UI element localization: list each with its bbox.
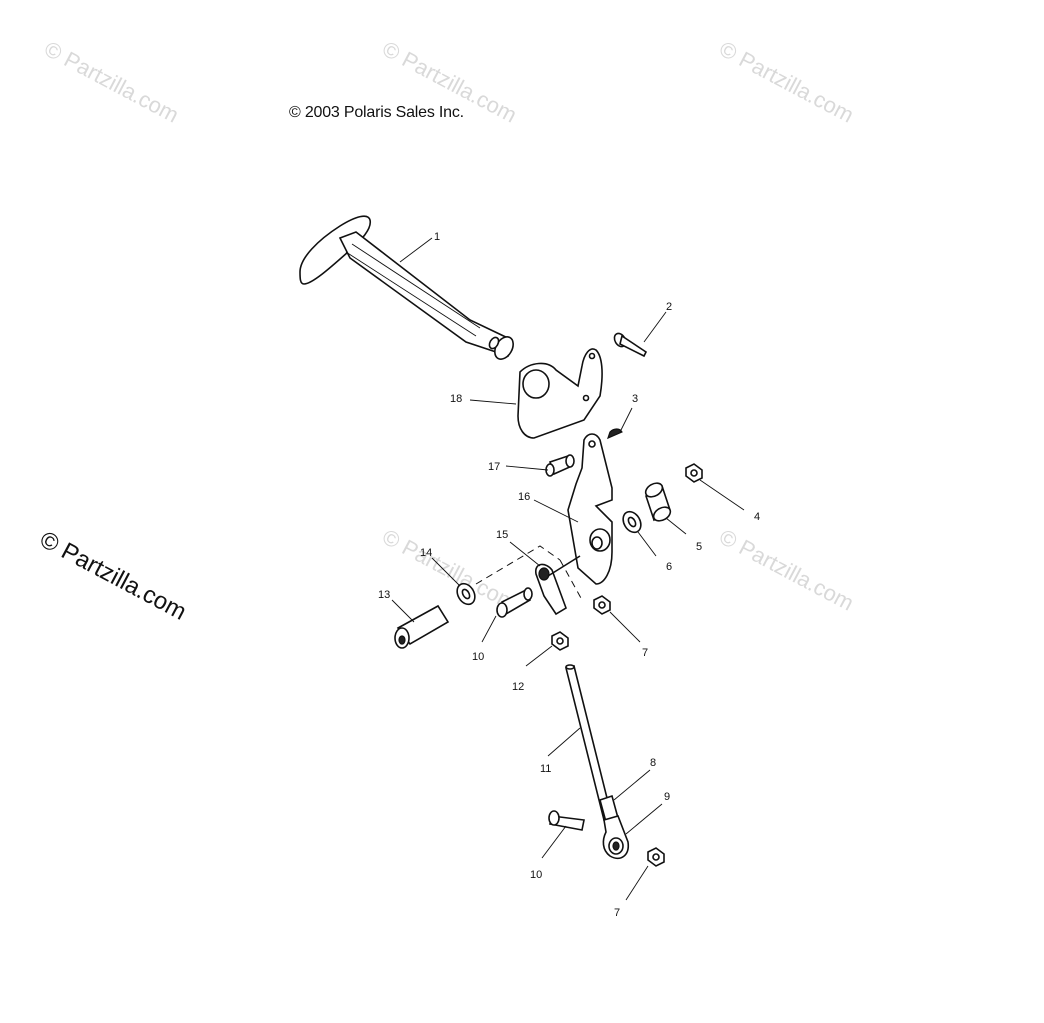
part-lever-arm (567, 433, 613, 585)
callout-18: 18 (450, 393, 462, 405)
callout-1: 1 (434, 231, 440, 243)
callout-4: 4 (754, 511, 760, 523)
part-nut-7-lower (647, 847, 665, 867)
part-spacer-tube (394, 604, 450, 649)
callout-9: 9 (664, 791, 670, 803)
part-rod-end (535, 555, 581, 616)
callout-5: 5 (696, 541, 702, 553)
callout-11: 11 (540, 763, 551, 775)
callout-3: 3 (632, 393, 638, 405)
part-bushing (644, 482, 672, 522)
callout-16: 16 (518, 491, 530, 503)
callout-13: 13 (378, 589, 390, 601)
part-bolt-17 (545, 454, 575, 477)
part-washer-14 (456, 582, 476, 606)
part-bolt-10-upper (496, 587, 533, 618)
callout-14: 14 (420, 547, 432, 559)
dashed-assembly-line (559, 559, 583, 601)
part-washer-6 (622, 510, 642, 534)
callout-2: 2 (666, 301, 672, 313)
callout-10-upper: 10 (472, 651, 484, 663)
callout-7-lower: 7 (614, 907, 620, 919)
callout-12: 12 (512, 681, 524, 693)
callout-8: 8 (650, 757, 656, 769)
dashed-assembly-line (475, 545, 561, 585)
part-lower-rod-end (599, 794, 630, 860)
part-rivet (613, 332, 648, 358)
part-bolt-10-lower (548, 810, 585, 831)
part-shift-lever (299, 215, 514, 360)
callout-15: 15 (496, 529, 508, 541)
callout-10-lower: 10 (530, 869, 542, 881)
copyright-text: © 2003 Polaris Sales Inc. (289, 104, 464, 121)
part-nut-12 (551, 631, 569, 651)
part-nut-4 (685, 463, 703, 483)
callout-17: 17 (488, 461, 500, 473)
leader-lines (391, 237, 745, 901)
part-shift-rod (565, 664, 613, 821)
callout-6: 6 (666, 561, 672, 573)
part-pin (607, 428, 623, 440)
callout-7-upper: 7 (642, 647, 648, 659)
part-nut-7-upper (593, 595, 611, 615)
callout-labels: 1 2 18 3 17 16 4 5 6 15 14 13 10 7 12 11… (378, 231, 760, 919)
part-bracket-plate (517, 348, 603, 439)
